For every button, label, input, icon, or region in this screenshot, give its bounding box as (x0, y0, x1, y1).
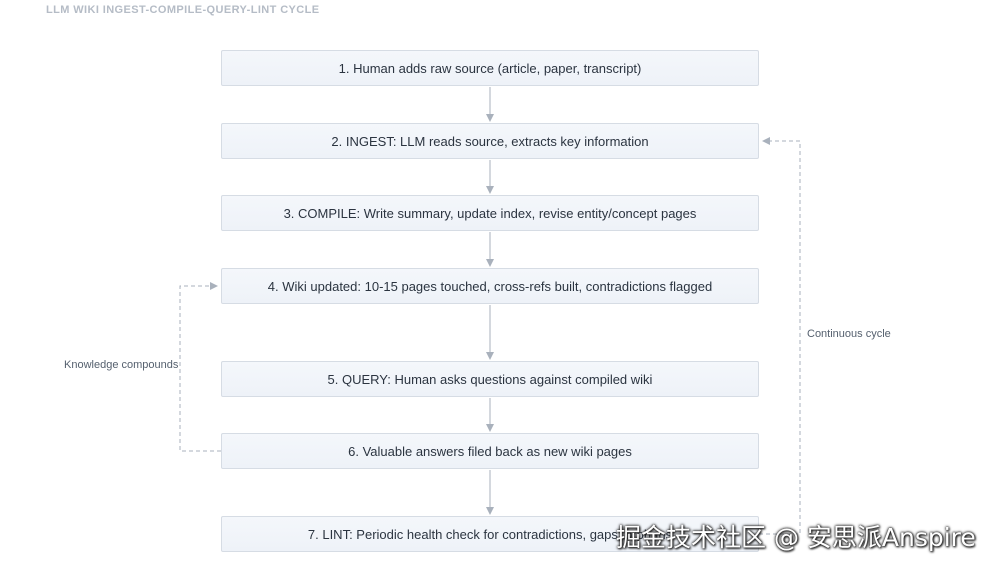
watermark: 掘金技术社区 @ 安思派Anspire (616, 523, 976, 552)
knowledge-compounds-loop (179, 282, 221, 452)
step-3-box: 3. COMPILE: Write summary, update index,… (221, 195, 759, 231)
diagram-title: LLM WIKI INGEST-COMPILE-QUERY-LINT CYCLE (46, 4, 320, 16)
step-4-box: 4. Wiki updated: 10-15 pages touched, cr… (221, 268, 759, 304)
step-2-box: 2. INGEST: LLM reads source, extracts ke… (221, 123, 759, 159)
continuous-cycle-label: Continuous cycle (807, 328, 891, 340)
continuous-cycle-loop (759, 137, 801, 535)
step-6-box: 6. Valuable answers filed back as new wi… (221, 433, 759, 469)
step-5-box: 5. QUERY: Human asks questions against c… (221, 361, 759, 397)
step-1-box: 1. Human adds raw source (article, paper… (221, 50, 759, 86)
step-7-box: 7. LINT: Periodic health check for contr… (221, 516, 759, 552)
knowledge-compounds-label: Knowledge compounds (64, 359, 179, 371)
